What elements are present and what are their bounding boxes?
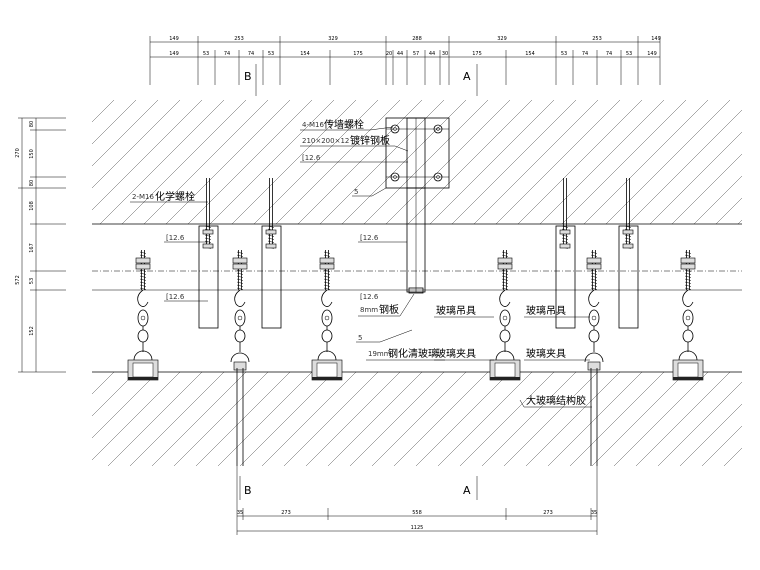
top-dim-r2-3: 74 [224,51,230,57]
left-total-2: 572 [15,275,21,285]
label-glass-prefix: 19mm [368,350,391,358]
top-dim-r2-11: 44 [429,51,435,57]
glass-hanger-2 [232,250,248,352]
top-dim-r2-5: 53 [268,51,274,57]
top-dim-1: 149 [169,36,179,42]
label-weld-low: 5 [358,334,362,342]
top-dim-r2-7: 175 [353,51,363,57]
bottom-dim-total: 1125 [411,525,424,531]
top-dim-r2-10: 57 [413,51,419,57]
left-dim-6: 53 [29,278,35,284]
glass-hangers [127,250,704,381]
glass-panels [236,368,598,466]
glass-top-clamp-1 [230,352,250,371]
label-steel-plate-prefix: 8mm [360,306,378,314]
main-hanger-channel [406,187,426,294]
top-dim-r2-13: 175 [472,51,482,57]
side-channel-1 [198,225,219,329]
top-dim-r2-19: 149 [647,51,657,57]
top-dim-r2-1: 149 [169,51,179,57]
top-dim-2: 253 [234,36,244,42]
top-dim-r2-16: 74 [582,51,588,57]
chemical-bolts [202,178,634,249]
label-chem-bolt: 化学螺栓 [155,190,195,203]
glass-clamp-3 [489,350,521,381]
left-dim-1: 80 [29,121,35,127]
top-dim-6: 253 [592,36,602,42]
label-glue: 大玻璃结构胶 [526,394,586,407]
bottom-dim-2: 273 [281,510,291,516]
top-dim-r2-9: 44 [397,51,403,57]
glass-hanger-6 [680,250,696,352]
label-hanger-left: 玻璃吊具 [436,304,476,317]
bottom-dim-3: 558 [412,510,422,516]
label-channel-steel: [12.6 [360,293,379,301]
chemical-bolt-2 [265,178,277,249]
section-ref-b-top: B [244,70,252,83]
top-dim-3: 329 [328,36,338,42]
left-dim-2: 150 [29,149,35,159]
top-dim-r2-6: 154 [300,51,310,57]
top-dim-r2-8: 20 [386,51,392,57]
glass-clamp-1 [127,350,159,381]
left-dim-5: 167 [29,243,35,253]
label-hanger-right: 玻璃吊具 [526,304,566,317]
label-clamp-right: 玻璃夹具 [526,347,566,360]
top-dim-r2-15: 53 [561,51,567,57]
top-dim-r2-2: 53 [203,51,209,57]
bottom-dim-5: 35 [591,510,597,516]
left-dim-7: 152 [29,326,35,336]
label-glass: 钢化清玻璃 [388,347,438,360]
top-dim-5: 329 [497,36,507,42]
top-dim-r2-17: 74 [606,51,612,57]
chemical-bolt-1 [202,178,214,249]
annotations: 4-M16 传墙螺栓 210×200×12 镀锌钢板 [12.6 5 2-M16… [130,118,592,408]
top-dim-r2-14: 154 [525,51,535,57]
glass-hanger-1 [135,250,151,352]
chemical-bolt-3 [559,178,571,249]
section-ref-a-top: A [463,70,471,83]
top-dim-4: 288 [412,36,422,42]
label-channel-left1: [12.6 [166,234,185,242]
glass-top-clamp-2 [584,352,604,371]
side-channel-3 [555,225,576,329]
glass-clamp-2 [311,350,343,381]
glass-hanger-3 [319,250,335,352]
label-channel-left2: [12.6 [166,293,185,301]
side-channel-4 [618,225,639,329]
floor-hatch [92,372,742,466]
label-steel-plate: 钢板 [379,303,399,316]
label-channel-top: [12.6 [302,154,321,162]
left-dim-3: 80 [29,180,35,186]
left-dim-4: 108 [29,201,35,211]
section-ref-a-bottom: A [463,484,471,497]
bottom-dim-1: 35 [237,510,243,516]
label-weld-top: 5 [354,188,358,196]
label-plate-name: 镀锌钢板 [350,134,390,147]
bottom-dim-4: 273 [543,510,553,516]
label-wall-bolt-prefix: 4-M16 [302,121,324,129]
top-dimensions: 149 253 329 288 329 253 149 149 53 74 74… [149,36,661,85]
top-dim-r2-4: 74 [248,51,254,57]
side-channel-2 [261,225,282,329]
glass-hanger-5 [586,250,602,352]
top-dim-r2-12: 30 [442,51,448,57]
glass-hanger-4 [497,250,513,352]
top-dim-7: 149 [651,36,661,42]
label-chem-bolt-prefix: 2-M16 [132,193,154,201]
glass-clamp-4 [672,350,704,381]
wall-steel-plate-bracket [385,117,450,189]
label-wall-bolt: 传墙螺栓 [324,118,364,131]
section-ref-b-bottom: B [244,484,252,497]
left-dimensions: 80 150 80 108 167 53 152 270 572 [15,117,66,373]
label-plate-spec: 210×200×12 [302,137,349,145]
label-clamp-left: 玻璃夹具 [436,347,476,360]
label-channel-mid: [12.6 [360,234,379,242]
top-dim-r2-18: 53 [626,51,632,57]
left-total-1: 270 [15,148,21,158]
bottom-dimensions: 35 273 558 273 35 1125 [236,466,598,535]
chemical-bolt-4 [622,178,634,249]
